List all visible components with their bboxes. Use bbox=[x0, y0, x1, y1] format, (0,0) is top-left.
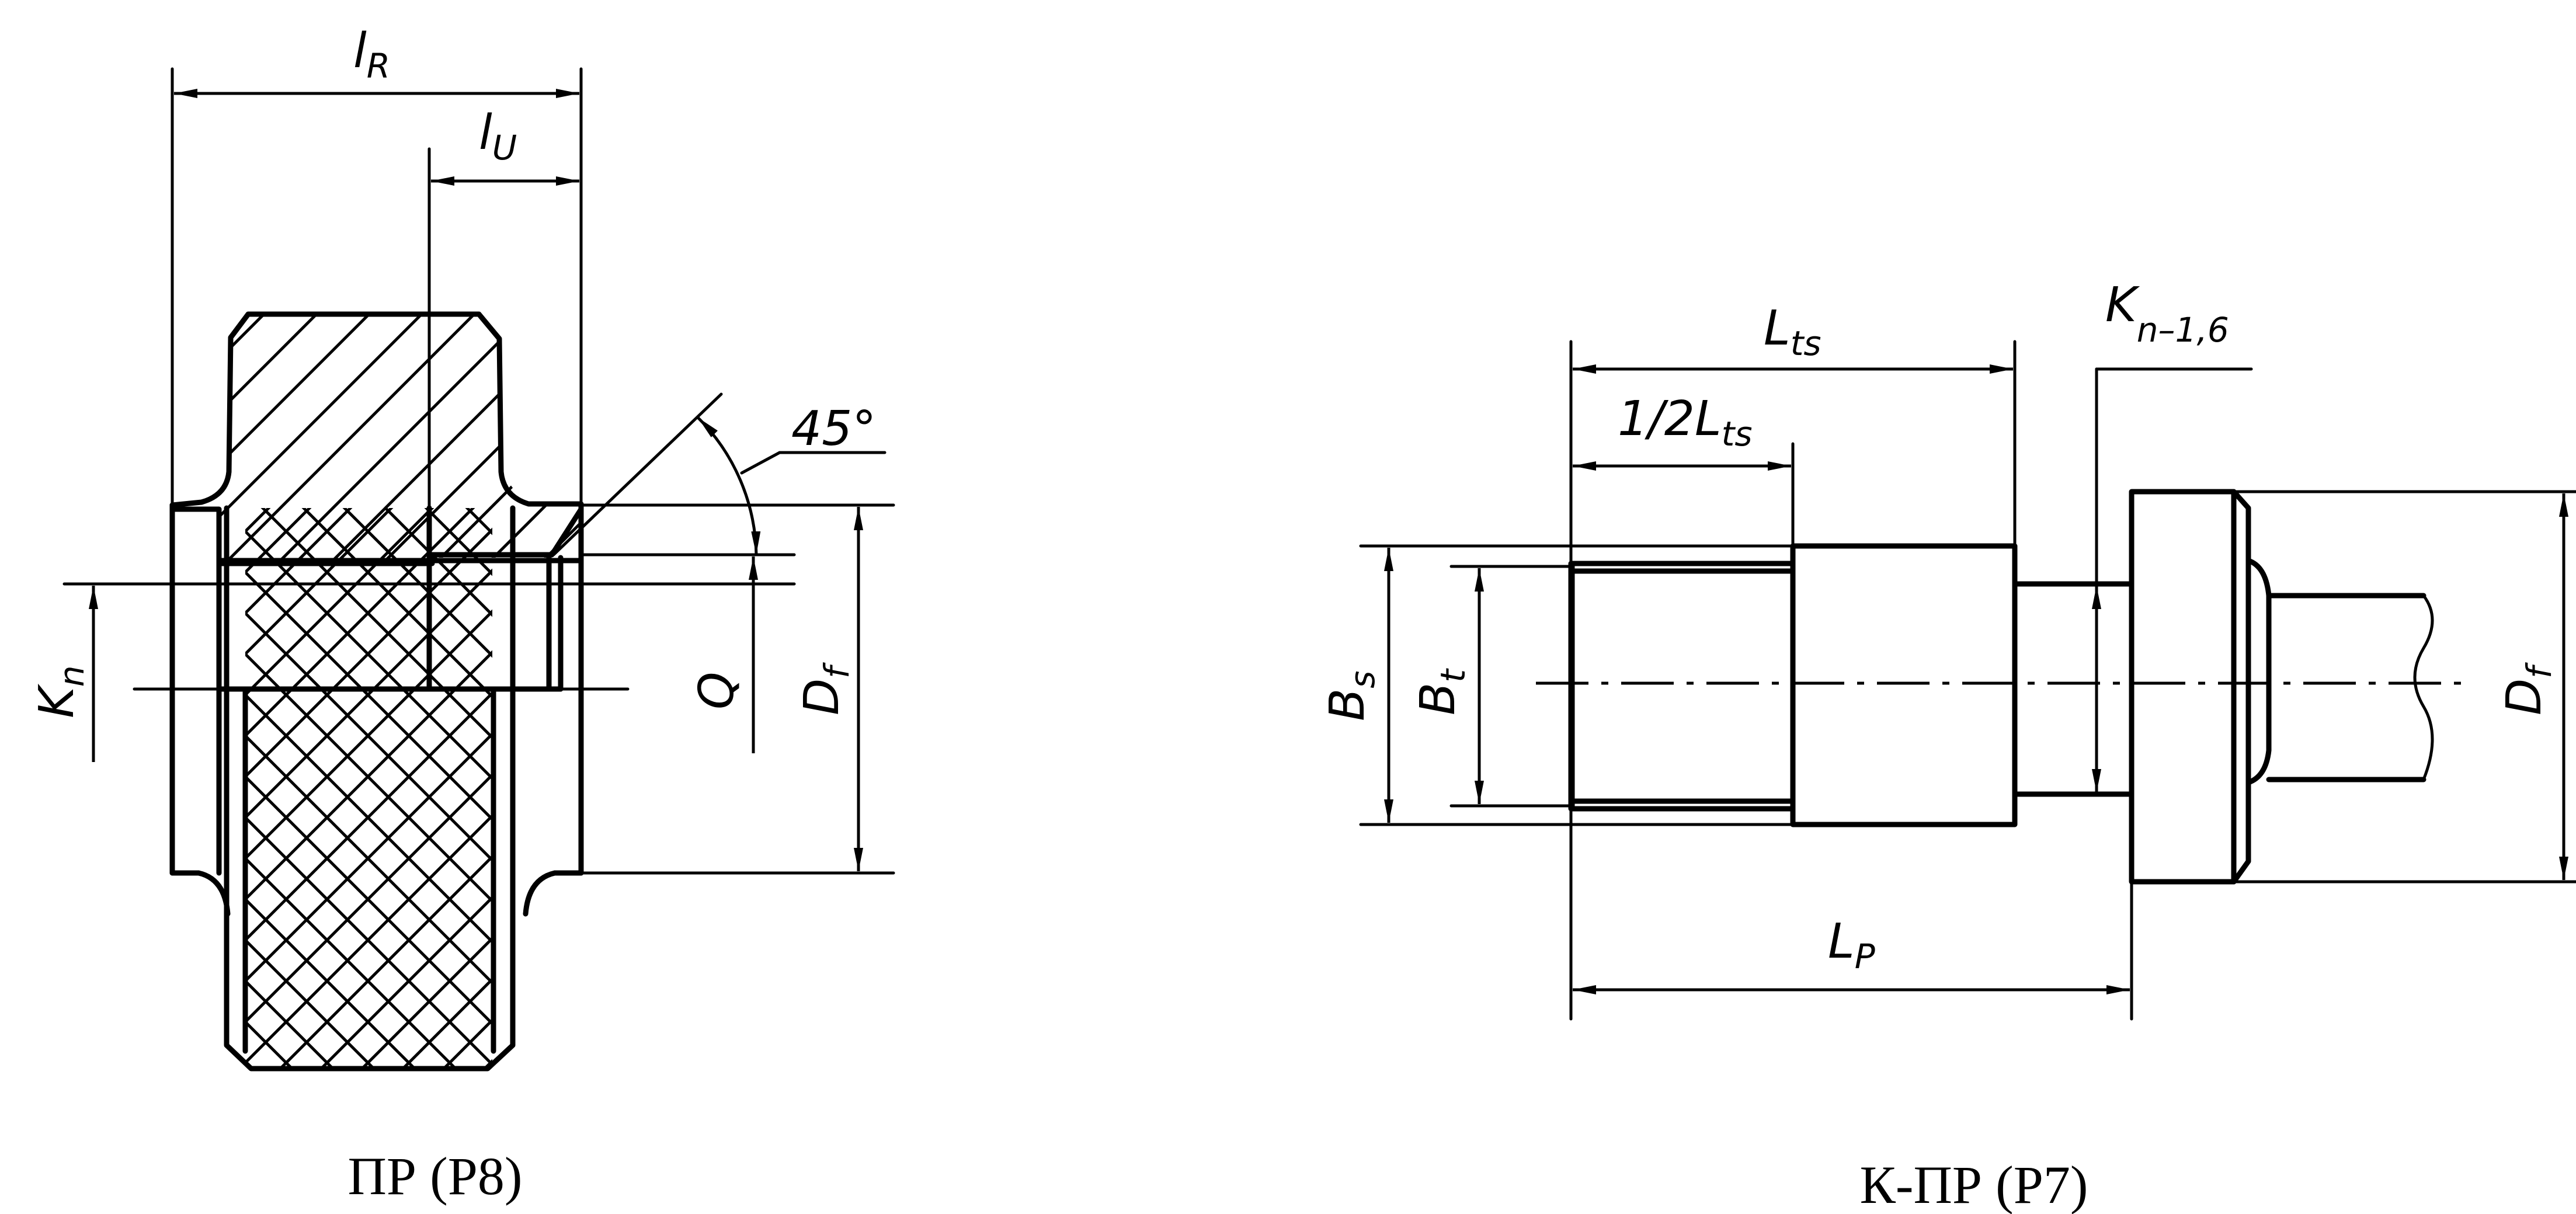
caption-left: ПР (Р8) bbox=[347, 1146, 522, 1206]
label-b-t: Bt bbox=[1410, 668, 1473, 715]
label-d-f-left: Df bbox=[794, 662, 857, 715]
knurled-shank bbox=[224, 505, 516, 1072]
label-d-f-right: Df bbox=[2497, 662, 2559, 715]
left-dimensions bbox=[89, 89, 887, 871]
left-view: lR lU 45° Kn Q Df ПР (Р8) bbox=[29, 23, 895, 1206]
label-half-l-ts: 1/2Lts bbox=[1618, 391, 1753, 454]
gauge-cylinder bbox=[1568, 561, 1796, 812]
label-k-n16: Kn–1,6 bbox=[2105, 277, 2229, 350]
gauge-step bbox=[1790, 543, 2018, 827]
right-dimensions bbox=[1384, 364, 2568, 994]
right-extension-lines bbox=[1359, 340, 2576, 1021]
gauge-neck bbox=[2012, 581, 2135, 797]
label-l-p: LP bbox=[1828, 914, 1875, 976]
caption-right: К-ПР (Р7) bbox=[1859, 1155, 2088, 1214]
label-angle-45: 45° bbox=[791, 401, 876, 457]
dim-arc-45 bbox=[697, 416, 761, 555]
label-l-r: lR bbox=[353, 23, 390, 86]
gauge-shaft bbox=[2245, 558, 2434, 785]
gauge-flange bbox=[2129, 489, 2251, 885]
label-l-ts: Lts bbox=[1764, 301, 1821, 363]
label-q: Q bbox=[689, 672, 745, 709]
right-view: Lts 1/2Lts Kn–1,6 Bs Bt LP Df К-ПР (Р7) bbox=[1320, 277, 2576, 1214]
label-l-u: lU bbox=[479, 105, 517, 168]
label-k-n: Kn bbox=[29, 665, 92, 718]
label-b-s: Bs bbox=[1320, 671, 1382, 721]
